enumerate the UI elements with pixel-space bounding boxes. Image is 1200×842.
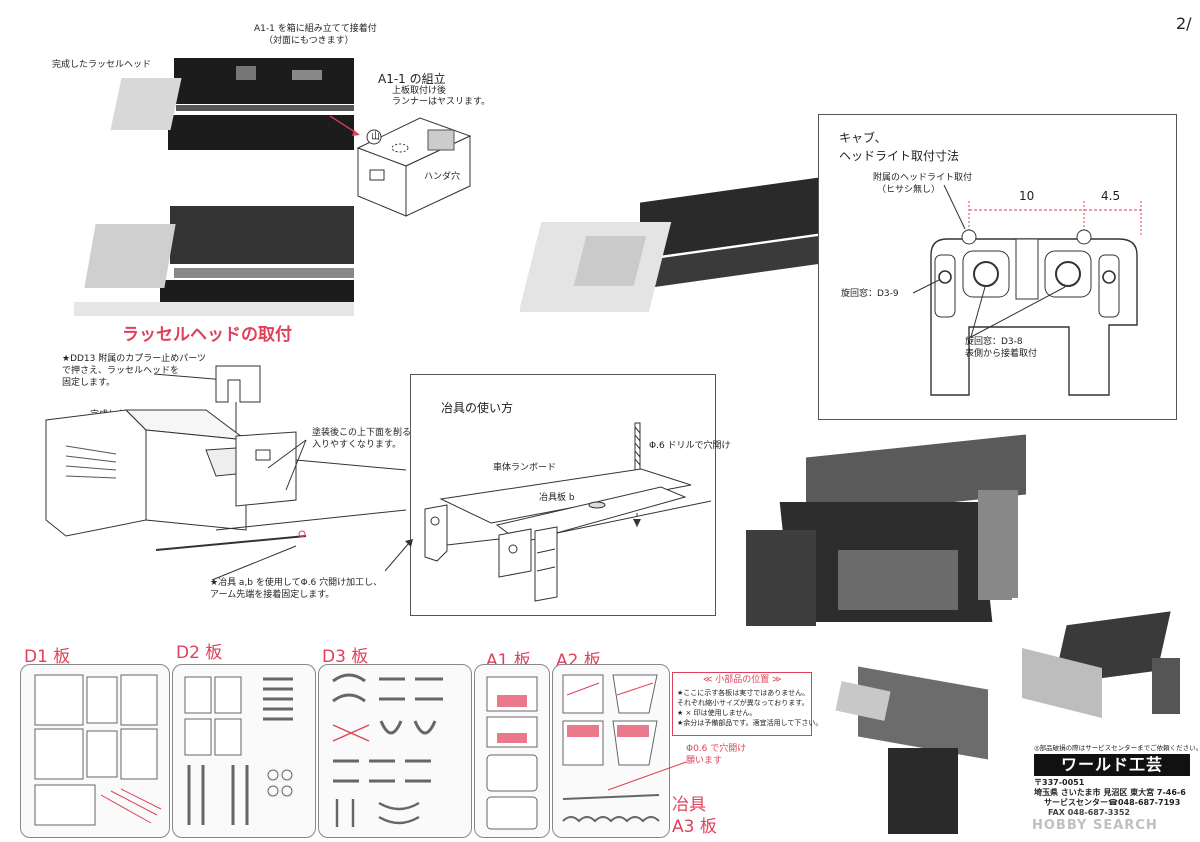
sheet-a1 xyxy=(474,664,550,838)
russell-section-title: ラッセルヘッドの取付 xyxy=(122,325,292,345)
cab-title-line2: ヘッドライト取付寸法 xyxy=(839,149,960,163)
parts-note-line2: それぞれ縮小サイズが異なっております。 xyxy=(677,699,809,707)
sheet-d1-title: D1 板 xyxy=(24,647,71,667)
russell-note2-line2: 入りやすくなります。 xyxy=(312,440,402,450)
parts-note-line4: ★余分は予備部品です。適宜活用して下さい。 xyxy=(677,719,823,727)
cab-front-diagram xyxy=(912,184,1142,396)
cab-dim-10: 10 xyxy=(1019,189,1035,203)
parts-note-line1: ★ここに示す各板は実寸ではありません。 xyxy=(677,689,810,697)
a11-circle-label: 山 xyxy=(371,132,381,142)
jig-usage-panel: 冶具の使い方 Φ.6 ドリルで穴開け 車体ランボード 冶具板 b xyxy=(410,374,731,616)
brand-address: 埼玉県 さいたま市 見沼区 東大宮 7-46-6 xyxy=(1034,788,1186,797)
parts-note-title: ≪ 小部品の位置 ≫ xyxy=(703,675,782,685)
brand-fax: FAX 048-687-3352 xyxy=(1048,808,1130,817)
a11-title: A1-1 の組立 xyxy=(378,72,446,86)
russell-note2-line1: 塗装後この上下面を削ると xyxy=(312,428,421,438)
russell-head-install-diagram xyxy=(45,365,406,581)
sheet-d2 xyxy=(172,664,316,838)
a2-hole-pointer xyxy=(607,761,687,791)
photo-russell-head-side xyxy=(74,176,354,316)
cab-headlight-label1: 附属のヘッドライト取付 xyxy=(873,173,973,183)
a11-note2: ランナーはヤスリます。 xyxy=(392,97,491,107)
brand-block: ◎部品破損の際はサービスセンターまでご依頼ください。 ワールド工芸 〒337-0… xyxy=(1034,744,1200,838)
a2-hole-note-line2: 願います xyxy=(686,756,723,766)
parts-note-box: ≪ 小部品の位置 ≫ ★ここに示す各板は実寸ではありません。 それぞれ縮小サイズ… xyxy=(672,672,822,736)
russell-note1-line1: ★DD13 附属のカプラー止めパーツ xyxy=(62,354,207,364)
a11-note1: 上板取付け後 xyxy=(392,86,447,96)
jig-diagram xyxy=(424,422,712,602)
sheet-d2-title: D2 板 xyxy=(176,643,223,663)
jig-runboard-label: 車体ランボード xyxy=(493,463,557,473)
cab-window-note: 表側から接着取付 xyxy=(965,349,1038,359)
callout-a11-line1: A1-1 を箱に組み立てて接着付 xyxy=(254,24,377,34)
brand-postal: 〒337-0051 xyxy=(1034,778,1085,787)
jig-drill-label: Φ.6 ドリルで穴開け xyxy=(649,441,731,451)
brand-phone: サービスセンター☎048-687-7193 xyxy=(1044,798,1181,807)
photo-russell-head-large xyxy=(746,432,1028,638)
photo-locomotive-front xyxy=(520,166,820,326)
sheet-a3-title: A3 板 xyxy=(672,817,717,837)
cab-title-line1: キャブ、 xyxy=(839,131,887,145)
callout-a11-line2: （対面にもつきます） xyxy=(264,36,354,46)
photo-russell-head-top xyxy=(96,20,354,150)
russell-note1-line3: 固定します。 xyxy=(62,378,116,388)
page-number: 2/ xyxy=(1176,14,1192,33)
brand-name: ワールド工芸 xyxy=(1034,754,1190,776)
brand-service-note: ◎部品破損の際はサービスセンターまでご依頼ください。 xyxy=(1034,744,1200,752)
russell-note3-line1: ★冶具 a,b を使用してΦ.6 穴開け加工し、 xyxy=(210,578,383,588)
sheet-d3-title: D3 板 xyxy=(322,647,369,667)
jig-plate-label: 冶具板 b xyxy=(539,493,575,503)
sheet-d1 xyxy=(20,664,170,838)
cab-window-d39: 旋回窓：D3-9 xyxy=(841,289,899,299)
a2-hole-note-line1: Φ0.6 で穴開け xyxy=(686,744,747,754)
sheet-d3 xyxy=(318,664,472,838)
a11-box-diagram xyxy=(330,115,472,217)
photo-head-detail-bottom xyxy=(828,658,1008,838)
a11-hole-label: ハンダ穴 xyxy=(424,172,461,182)
cab-headlight-label2: （ヒサシ無し） xyxy=(877,185,941,195)
parts-note-line3: ★ × 印は使用しません。 xyxy=(677,709,757,717)
sheet-a2 xyxy=(552,664,670,838)
jig-pointer-arrow xyxy=(385,539,413,572)
label-complete-head: 完成したラッセルヘッド xyxy=(52,60,152,70)
watermark-text: HOBBY SEARCH xyxy=(1032,818,1158,833)
cab-dim-45: 4.5 xyxy=(1101,189,1121,203)
cab-window-d38: 旋回窓：D3-8 xyxy=(965,337,1023,347)
cab-headlight-panel: キャブ、 ヘッドライト取付寸法 附属のヘッドライト取付 （ヒサシ無し） 10 4… xyxy=(818,114,1177,420)
photo-head-detail-right xyxy=(1012,598,1190,722)
russell-note1-line2: で押さえ、ラッセルヘッドを xyxy=(62,366,180,376)
jig-title: 冶具の使い方 xyxy=(441,401,514,415)
russell-note3-line2: アーム先端を接着固定します。 xyxy=(210,590,335,600)
sheet-jig-label: 冶具 xyxy=(672,795,706,815)
